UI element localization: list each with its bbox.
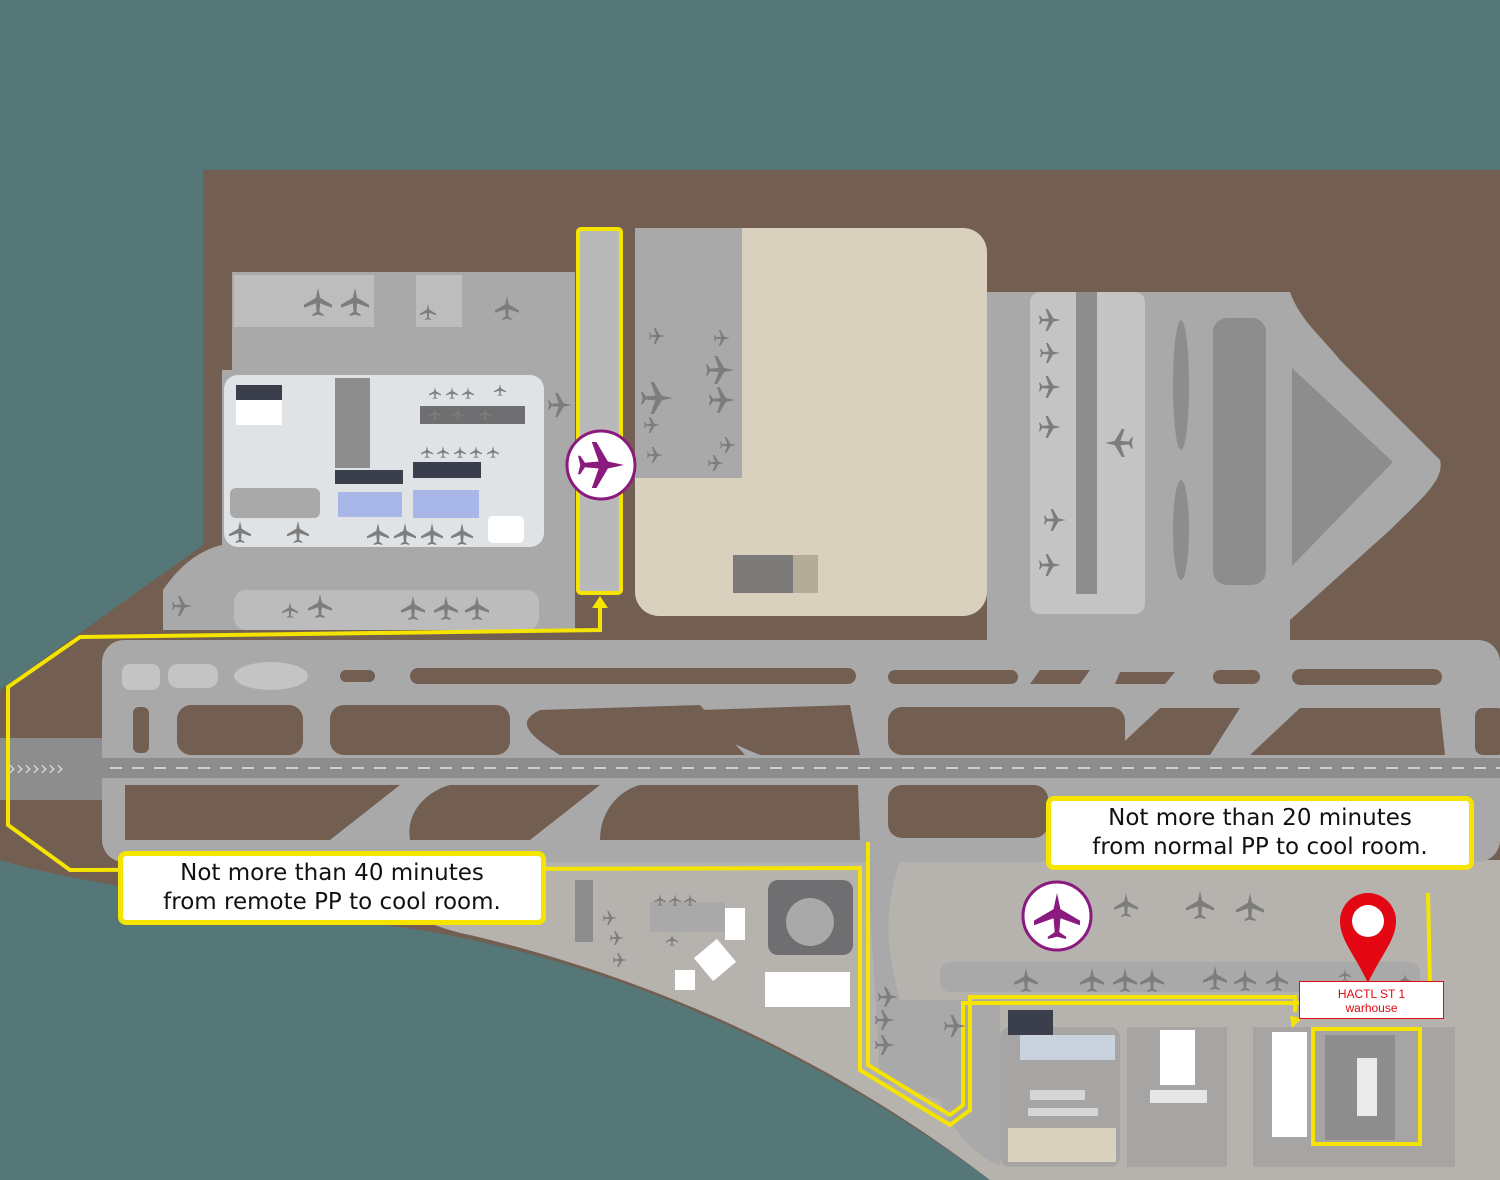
callout-line-2: from remote PP to cool room. [163,889,501,915]
remote-stands [234,590,539,630]
callout-line-1: Not more than 20 minutes [1108,805,1412,831]
cool-room-highlight [1311,1027,1422,1146]
airplane-icon [1034,893,1080,939]
parking-position-icon [565,429,637,501]
callout-line-2: from normal PP to cool room. [1092,834,1428,860]
warehouse-name: HACTL ST 1 [1337,987,1406,1001]
callout-line-1: Not more than 40 minutes [180,860,484,886]
normal-route [866,842,1305,1118]
airplane-icon [578,442,624,488]
parking-position-icon [1021,880,1093,952]
location-pin-icon [1340,893,1396,983]
normal-pp-callout: Not more than 20 minutes from normal PP … [1046,796,1474,870]
central-pier [578,230,621,593]
remote-pp-callout: Not more than 40 minutes from remote PP … [118,851,546,925]
runway-threshold-arrows: ››››››› [8,756,64,780]
remote-route [6,605,1297,1128]
warehouse-type: warhouse [1345,1001,1398,1015]
route-lines [6,227,1432,1146]
grass-islands [125,668,1500,840]
hactl-warehouse-label: HACTL ST 1 warhouse [1299,981,1444,1019]
central-pier-highlight [576,227,623,595]
